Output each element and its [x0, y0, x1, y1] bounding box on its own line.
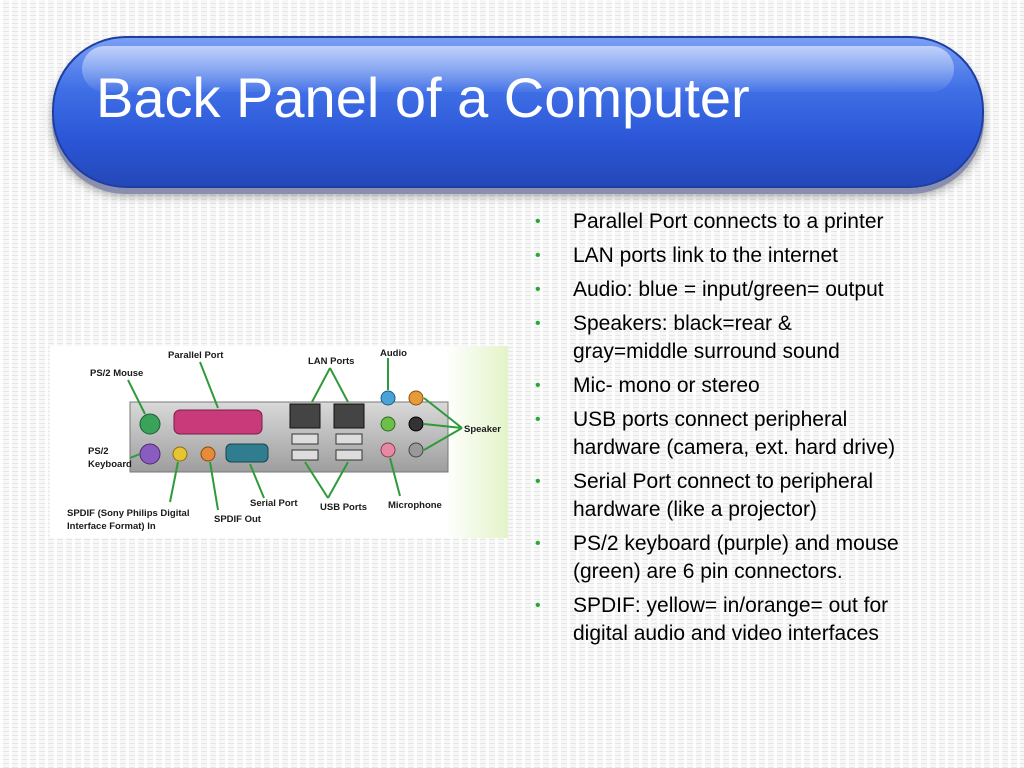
bullet-icon: • — [535, 315, 541, 332]
bullet-item: • Mic- mono or stereo — [535, 372, 975, 400]
bullet-line: Mic- mono or stereo — [573, 374, 760, 397]
bullet-line: hardware (like a projector) — [573, 498, 817, 521]
label-ps2-mouse: PS/2 Mouse — [90, 368, 143, 379]
bullet-line: USB ports connect peripheral — [573, 408, 848, 431]
bullet-item: • Serial Port connect to peripheral hardwa… — [535, 468, 975, 524]
parallel-port — [173, 409, 263, 435]
bullet-line: (green) are 6 pin connectors. — [573, 560, 843, 583]
bullet-item: • Parallel Port connects to a printer — [535, 208, 975, 236]
label-ps2-line1: PS/2 — [88, 446, 109, 457]
usb-port-2 — [291, 449, 319, 461]
slide-title: Back Panel of a Computer — [96, 66, 750, 129]
bullet-icon: • — [535, 535, 541, 552]
usb-port-4 — [335, 449, 363, 461]
bullet-icon: • — [535, 281, 541, 298]
speaker-rear-jack — [408, 416, 424, 432]
lan-port-1 — [289, 403, 321, 429]
lan-port-2 — [333, 403, 365, 429]
callout-arrows — [127, 358, 463, 511]
speaker-center-jack — [408, 390, 424, 406]
bullet-item: • Audio: blue = input/green= output — [535, 276, 975, 304]
bullet-item: • PS/2 keyboard (purple) and mouse (green)… — [535, 530, 975, 586]
bullet-icon: • — [535, 411, 541, 428]
label-parallel-port: Parallel Port — [168, 350, 224, 361]
bullet-item: • USB ports connect peripheral hardware (c… — [535, 406, 975, 462]
back-panel-diagram: PS/2 Mouse Parallel Port LAN Ports Audio… — [67, 346, 508, 538]
bullet-icon: • — [535, 213, 541, 230]
label-speaker: Speaker — [464, 424, 501, 435]
bullet-line: PS/2 keyboard (purple) and mouse — [573, 532, 899, 555]
bullet-line: Audio: blue = input/green= output — [573, 278, 884, 301]
ps2-mouse-port — [139, 413, 161, 435]
bullet-line: Serial Port connect to peripheral — [573, 470, 873, 493]
bullet-line: SPDIF: yellow= in/orange= out for — [573, 594, 889, 617]
bullet-item: • LAN ports link to the internet — [535, 242, 975, 270]
bullet-line: gray=middle surround sound — [573, 340, 840, 363]
serial-port — [225, 443, 269, 463]
label-ps2-line2: Keyboard — [88, 459, 132, 470]
usb-port-3 — [335, 433, 363, 445]
label-spdif-in-line1: SPDIF (Sony Philips Digital — [67, 508, 189, 519]
ps2-keyboard-port — [139, 443, 161, 465]
bullet-item: • Speakers: black=rear & gray=middle surro… — [535, 310, 975, 366]
bullet-icon: • — [535, 377, 541, 394]
speaker-side-jack — [408, 442, 424, 458]
bullet-item: • SPDIF: yellow= in/orange= out for digita… — [535, 592, 975, 648]
spdif-in-port — [172, 446, 188, 462]
label-spdif-in-line2: Interface Format) In — [67, 521, 156, 532]
bullet-icon: • — [535, 597, 541, 614]
bullet-line: digital audio and video interfaces — [573, 622, 879, 645]
pcb-edge — [445, 346, 508, 538]
spdif-out-port — [200, 446, 216, 462]
bullet-line: Speakers: black=rear & — [573, 312, 792, 335]
label-audio: Audio — [380, 348, 407, 359]
label-microphone: Microphone — [388, 500, 442, 511]
audio-line-in-jack — [380, 390, 396, 406]
label-spdif-out: SPDIF Out — [214, 514, 262, 525]
audio-line-out-jack — [380, 416, 396, 432]
usb-port-1 — [291, 433, 319, 445]
bullet-list: • Parallel Port connects to a printer • LA… — [535, 208, 975, 654]
label-lan-ports: LAN Ports — [308, 356, 354, 367]
label-serial-port: Serial Port — [250, 498, 298, 509]
bullet-line: hardware (camera, ext. hard drive) — [573, 436, 896, 459]
bullet-line: Parallel Port connects to a printer — [573, 210, 884, 233]
title-banner — [52, 36, 984, 188]
bullet-icon: • — [535, 247, 541, 264]
bullet-line: LAN ports link to the internet — [573, 244, 838, 267]
microphone-jack — [380, 442, 396, 458]
back-panel-figure: PS/2 Mouse Parallel Port LAN Ports Audio… — [50, 346, 508, 538]
bullet-icon: • — [535, 473, 541, 490]
label-usb-ports: USB Ports — [320, 502, 367, 513]
